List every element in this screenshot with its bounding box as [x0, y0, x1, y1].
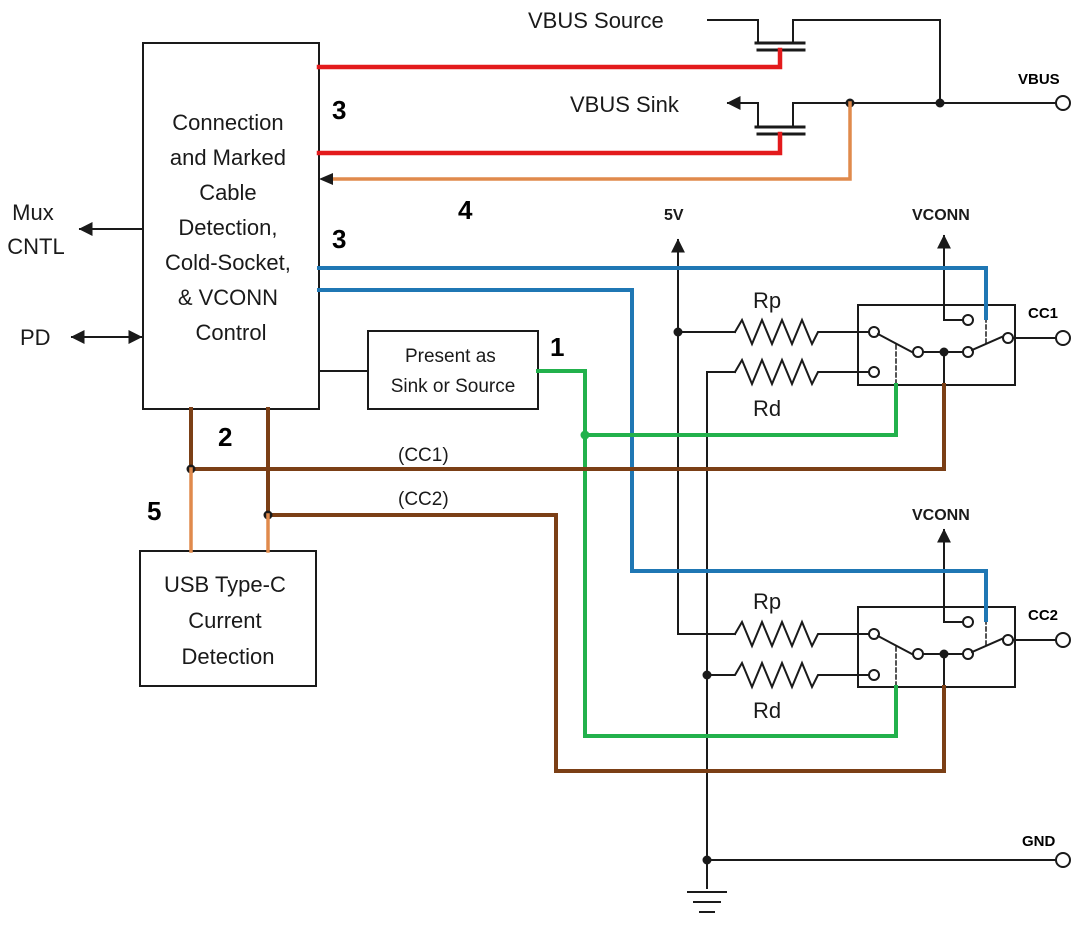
callout-3-bottom: 3	[332, 224, 346, 254]
ground-symbol-icon	[687, 891, 727, 913]
callout-2: 2	[218, 422, 232, 452]
vbus-rail	[792, 102, 1056, 128]
gnd-terminal-label: GND	[1022, 833, 1056, 850]
cc1-terminal-label: CC1	[1028, 305, 1058, 322]
vbus-junction	[935, 98, 945, 108]
gnd-rail	[706, 371, 736, 889]
cc1-switch-box	[857, 304, 1016, 386]
present-block-label: Present as Sink or Source	[391, 346, 516, 397]
vconn2-arrow	[937, 528, 964, 623]
pd-label: PD	[20, 325, 51, 350]
five-v-label: 5V	[664, 207, 684, 224]
callout-4: 4	[458, 195, 473, 225]
cc2-port: Rp Rd CC2	[677, 528, 1071, 723]
present-select-cc2-wire	[536, 369, 898, 738]
cc1-sense-wire	[189, 383, 946, 471]
gnd-junction	[702, 855, 712, 865]
vconn-bottom-label: VCONN	[912, 507, 970, 524]
source-fet-drain	[745, 19, 759, 44]
vbus-sink-label: VBUS Sink	[570, 92, 680, 117]
vconn1-arrow	[937, 234, 964, 321]
gnd-terminal	[1055, 852, 1071, 868]
source-fet-to-vbus	[792, 19, 941, 104]
present-junction	[580, 430, 590, 440]
vbus-terminal-label: VBUS	[1018, 71, 1060, 88]
callout-3-top: 3	[332, 95, 346, 125]
current-block-label: USB Type-C Current Detection	[164, 572, 292, 669]
rd2-resistor	[706, 660, 859, 690]
vconn-top-label: VCONN	[912, 207, 970, 224]
callout-5: 5	[147, 496, 161, 526]
callout-1: 1	[550, 332, 564, 362]
cc2-terminal	[1055, 632, 1071, 648]
control-block-label: Connection and Marked Cable Detection, C…	[165, 110, 297, 345]
cc2-terminal-label: CC2	[1028, 607, 1058, 624]
rp2-resistor	[733, 619, 859, 649]
source-gate-control-wire	[316, 47, 783, 70]
rp2-label: Rp	[753, 589, 781, 614]
vbus-source-label: VBUS Source	[528, 8, 664, 33]
cc1-terminal	[1055, 330, 1071, 346]
cc2-wire-label: (CC2)	[398, 489, 449, 510]
vbus-sense-wire	[328, 101, 852, 181]
vbus-sense-arrowhead	[319, 173, 333, 185]
cc2-sense-wire	[266, 513, 946, 773]
connection-control-block	[142, 42, 320, 410]
rd1-label: Rd	[753, 396, 781, 421]
present-block	[367, 330, 539, 410]
cc1-wire-label: (CC1)	[398, 445, 449, 466]
rp1-resistor	[733, 317, 859, 347]
mux-label: Mux CNTL	[7, 200, 64, 259]
vconn1-control-wire	[317, 266, 988, 320]
sink-gate-control-wire	[316, 131, 783, 156]
vconn2-control-wire	[317, 288, 988, 622]
cc1-port: Rp Rd CC1	[677, 234, 1071, 421]
cc2-switch-box	[857, 606, 1016, 688]
current-detection-block	[139, 550, 317, 687]
present-select-cc1-wire	[583, 383, 898, 437]
rd2-label: Rd	[753, 698, 781, 723]
vbus-terminal	[1055, 95, 1071, 111]
rd1-resistor	[733, 357, 859, 387]
rp1-label: Rp	[753, 288, 781, 313]
